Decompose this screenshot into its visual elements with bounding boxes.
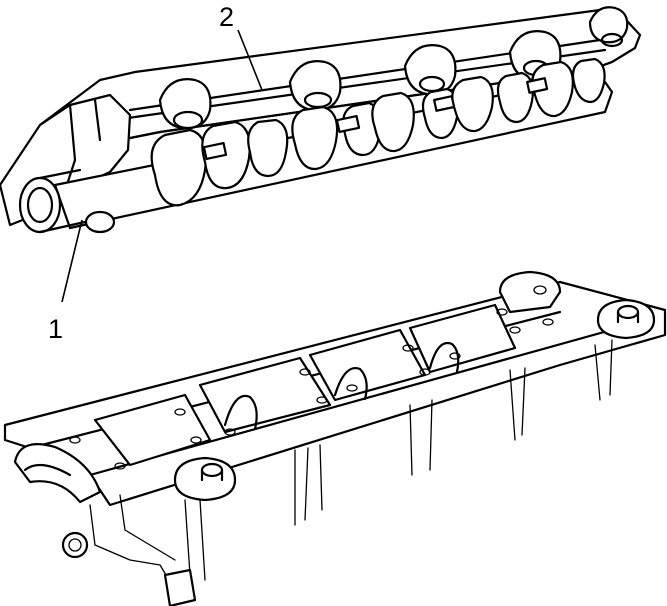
callout-2-label: 2 [219,2,234,32]
callout-2-leader [237,29,263,91]
callout-1-leader [61,219,83,303]
bolt-boss [596,298,656,340]
callout-2: 2 [219,2,263,91]
bearing-cap [588,6,629,48]
callout-1: 1 [48,219,83,344]
bearing-cap [158,78,212,130]
camshaft-carrier-lower-frame [3,270,667,606]
camshaft-nose [18,168,87,234]
callout-1-label: 1 [48,314,63,344]
bearing-cap [403,44,457,96]
bolt-boss [173,456,237,502]
camshaft-with-bearing-frame [0,6,642,234]
bearing-cap [288,60,342,112]
